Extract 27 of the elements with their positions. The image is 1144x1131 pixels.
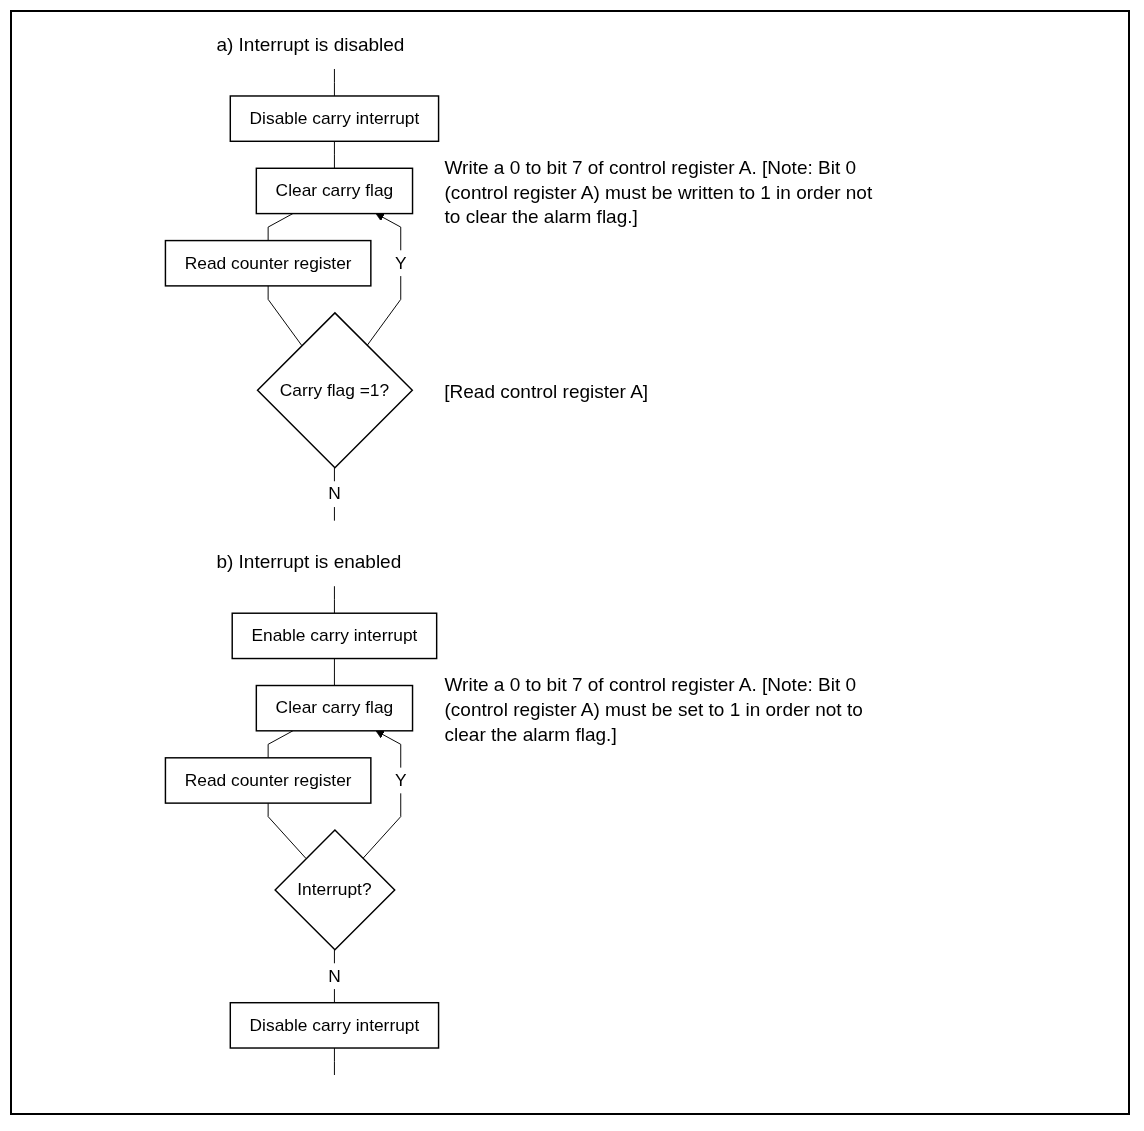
- node-box: Read counter register: [164, 757, 372, 804]
- edge-label: Y: [394, 770, 407, 790]
- connector: [267, 730, 294, 759]
- node-diamond: Interrupt?: [274, 829, 396, 951]
- connector: [267, 213, 294, 242]
- section-heading: a) Interrupt is disabled: [216, 33, 405, 56]
- connector: [333, 1047, 335, 1076]
- edge-label: N: [328, 966, 341, 986]
- node-box: Clear carry flag: [255, 167, 414, 215]
- edge-label: Y: [394, 253, 407, 273]
- connector: [333, 140, 335, 169]
- section-heading: b) Interrupt is enabled: [216, 550, 402, 573]
- node-box: Disable carry interrupt: [229, 1002, 440, 1049]
- connector: [333, 658, 335, 686]
- node-box: Clear carry flag: [255, 684, 414, 732]
- node-diamond: Carry flag =1?: [256, 311, 414, 469]
- edge-label: N: [328, 484, 341, 504]
- connector: [333, 68, 335, 97]
- note-text: [Read control register A]: [444, 379, 650, 404]
- connector: [333, 585, 335, 614]
- node-box: Read counter register: [164, 239, 372, 287]
- node-box: Enable carry interrupt: [231, 612, 438, 660]
- connector: [267, 285, 303, 346]
- note-text: Write a 0 to bit 7 of control register A. [Note: Bit 0 (control register A) must be set to 1 in order not to clear the alarm flag.]: [444, 673, 864, 747]
- connector: [267, 802, 307, 859]
- note-text: Write a 0 to bit 7 of control register A. [Note: Bit 0 (control register A) must be written to 1 in order not to clear the alarm flag.]: [444, 155, 874, 230]
- node-box: Disable carry interrupt: [229, 95, 440, 142]
